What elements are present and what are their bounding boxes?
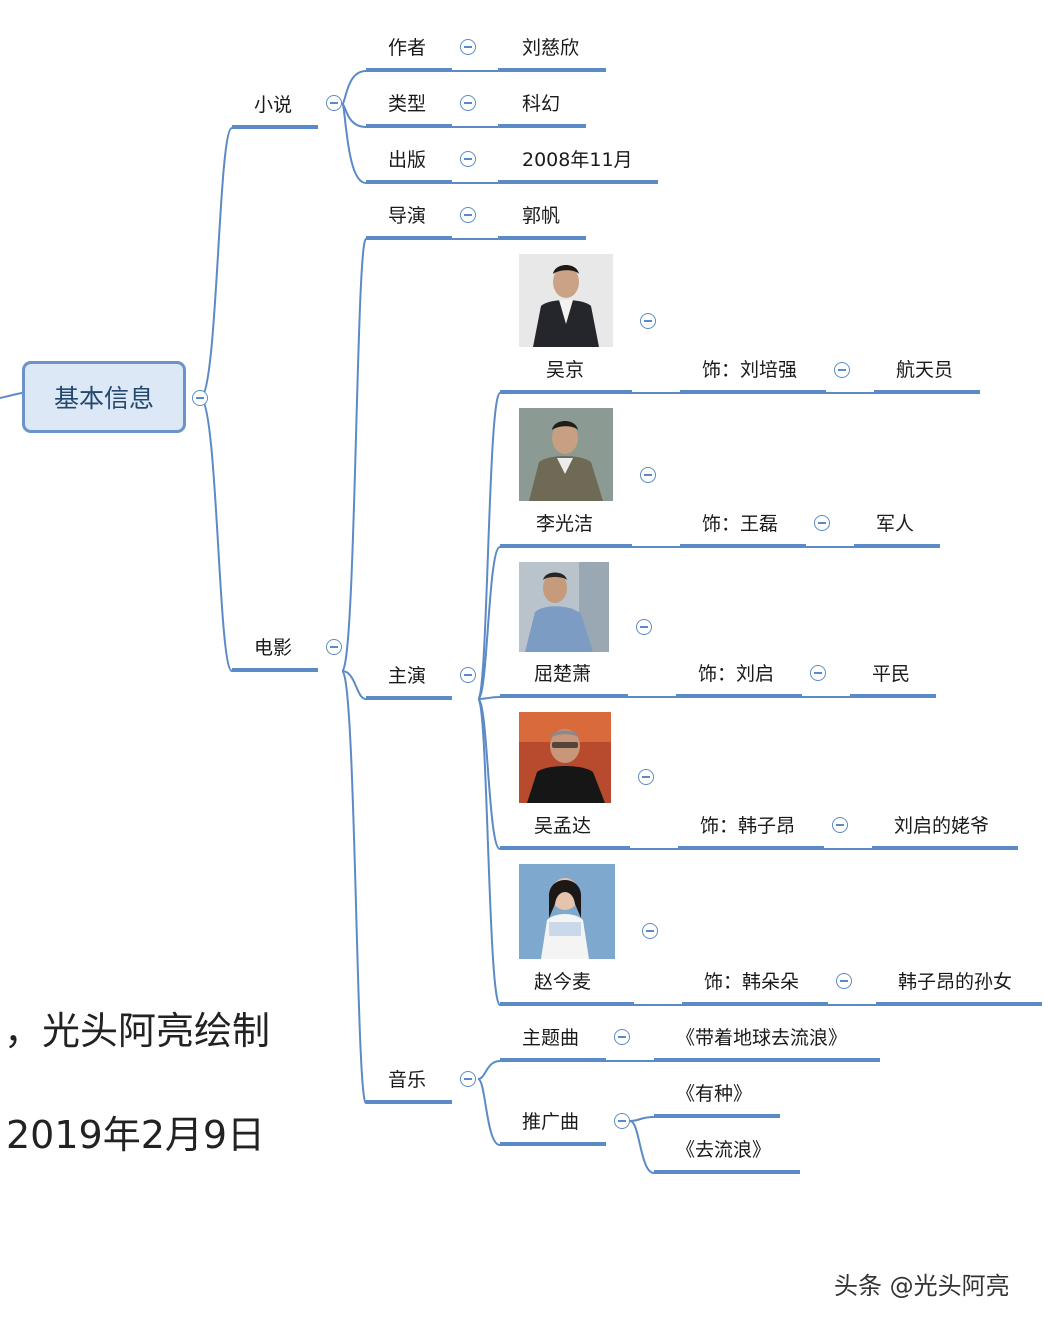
node-theme-song-value[interactable]: 《带着地球去流浪》 bbox=[676, 1027, 848, 1049]
node-promo-song-value[interactable]: 《去流浪》 bbox=[676, 1139, 772, 1161]
underline bbox=[654, 1114, 780, 1118]
node-role[interactable]: 饰：韩朵朵 bbox=[704, 971, 800, 993]
root-label: 基本信息 bbox=[53, 384, 154, 413]
underline bbox=[498, 68, 606, 72]
node-author[interactable]: 作者 bbox=[388, 37, 427, 59]
underline bbox=[854, 544, 940, 548]
node-role[interactable]: 饰：刘启 bbox=[698, 663, 775, 685]
underline bbox=[366, 236, 452, 240]
watermark: 头条 @光头阿亮 bbox=[834, 1272, 1010, 1300]
underline bbox=[876, 1002, 1042, 1006]
collapse-toggle-icon[interactable] bbox=[460, 151, 476, 167]
collapse-toggle-icon[interactable] bbox=[460, 667, 476, 683]
collapse-toggle-icon[interactable] bbox=[810, 665, 826, 681]
root-node[interactable]: 基本信息 bbox=[22, 361, 186, 433]
underline bbox=[874, 390, 980, 394]
collapse-toggle-icon[interactable] bbox=[614, 1029, 630, 1045]
node-genre-value[interactable]: 科幻 bbox=[522, 93, 561, 115]
underline bbox=[500, 694, 628, 698]
node-role[interactable]: 饰：刘培强 bbox=[702, 359, 798, 381]
node-cast[interactable]: 主演 bbox=[388, 665, 427, 687]
collapse-toggle-icon[interactable] bbox=[460, 39, 476, 55]
node-actor[interactable]: 屈楚萧 bbox=[534, 663, 592, 685]
underline bbox=[498, 124, 586, 128]
underline bbox=[654, 1058, 880, 1062]
node-theme-song[interactable]: 主题曲 bbox=[522, 1027, 580, 1049]
actor-photo bbox=[519, 864, 615, 959]
node-actor[interactable]: 赵今麦 bbox=[534, 971, 592, 993]
node-role[interactable]: 饰：王磊 bbox=[702, 513, 779, 535]
collapse-toggle-icon[interactable] bbox=[640, 467, 656, 483]
node-novel[interactable]: 小说 bbox=[254, 94, 293, 116]
collapse-toggle-icon[interactable] bbox=[460, 207, 476, 223]
underline bbox=[682, 1002, 828, 1006]
node-identity[interactable]: 平民 bbox=[872, 663, 911, 685]
node-publish[interactable]: 出版 bbox=[388, 149, 427, 171]
collapse-toggle-icon[interactable] bbox=[638, 769, 654, 785]
node-identity[interactable]: 刘启的姥爷 bbox=[894, 815, 990, 837]
node-identity[interactable]: 军人 bbox=[876, 513, 915, 535]
node-role[interactable]: 饰：韩子昂 bbox=[700, 815, 796, 837]
underline bbox=[366, 180, 452, 184]
underline bbox=[680, 390, 826, 394]
collapse-toggle-icon[interactable] bbox=[834, 362, 850, 378]
collapse-toggle-icon[interactable] bbox=[814, 515, 830, 531]
actor-photo bbox=[519, 408, 613, 501]
collapse-toggle-icon[interactable] bbox=[640, 313, 656, 329]
node-director[interactable]: 导演 bbox=[388, 205, 427, 227]
node-director-value[interactable]: 郭帆 bbox=[522, 205, 561, 227]
node-actor[interactable]: 李光洁 bbox=[536, 513, 594, 535]
collapse-toggle-icon[interactable] bbox=[460, 95, 476, 111]
node-author-value[interactable]: 刘慈欣 bbox=[522, 37, 580, 59]
underline bbox=[500, 1058, 606, 1062]
actor-photo bbox=[519, 562, 609, 652]
underline bbox=[366, 68, 452, 72]
underline bbox=[850, 694, 936, 698]
node-music[interactable]: 音乐 bbox=[388, 1069, 427, 1091]
node-identity[interactable]: 韩子昂的孙女 bbox=[898, 971, 1013, 993]
underline bbox=[500, 390, 632, 394]
underline bbox=[366, 124, 452, 128]
underline bbox=[498, 180, 658, 184]
underline bbox=[498, 236, 586, 240]
underline bbox=[654, 1170, 800, 1174]
node-film[interactable]: 电影 bbox=[254, 637, 293, 659]
underline bbox=[676, 694, 802, 698]
underline bbox=[500, 1142, 606, 1146]
underline bbox=[680, 544, 806, 548]
node-genre[interactable]: 类型 bbox=[388, 93, 427, 115]
collapse-toggle-icon[interactable] bbox=[326, 95, 342, 111]
actor-photo bbox=[519, 712, 611, 803]
underline bbox=[500, 544, 632, 548]
node-actor[interactable]: 吴孟达 bbox=[534, 815, 592, 837]
underline bbox=[500, 846, 630, 850]
collapse-toggle-icon[interactable] bbox=[192, 390, 208, 406]
underline bbox=[232, 125, 318, 129]
node-promo-song[interactable]: 推广曲 bbox=[522, 1111, 580, 1133]
node-publish-value[interactable]: 2008年11月 bbox=[522, 149, 633, 171]
collapse-toggle-icon[interactable] bbox=[460, 1071, 476, 1087]
underline bbox=[366, 1100, 452, 1104]
collapse-toggle-icon[interactable] bbox=[326, 639, 342, 655]
underline bbox=[872, 846, 1018, 850]
collapse-toggle-icon[interactable] bbox=[636, 619, 652, 635]
node-identity[interactable]: 航天员 bbox=[896, 359, 954, 381]
collapse-toggle-icon[interactable] bbox=[836, 973, 852, 989]
collapse-toggle-icon[interactable] bbox=[642, 923, 658, 939]
author-note: ，光头阿亮绘制 bbox=[4, 1009, 271, 1053]
node-actor[interactable]: 吴京 bbox=[546, 359, 585, 381]
actor-photo bbox=[519, 254, 613, 347]
underline bbox=[366, 696, 452, 700]
date-note: 2019年2月9日 bbox=[6, 1113, 266, 1157]
underline bbox=[232, 668, 318, 672]
underline bbox=[678, 846, 824, 850]
collapse-toggle-icon[interactable] bbox=[614, 1113, 630, 1129]
collapse-toggle-icon[interactable] bbox=[832, 817, 848, 833]
underline bbox=[500, 1002, 634, 1006]
node-promo-song-value[interactable]: 《有种》 bbox=[676, 1083, 753, 1105]
